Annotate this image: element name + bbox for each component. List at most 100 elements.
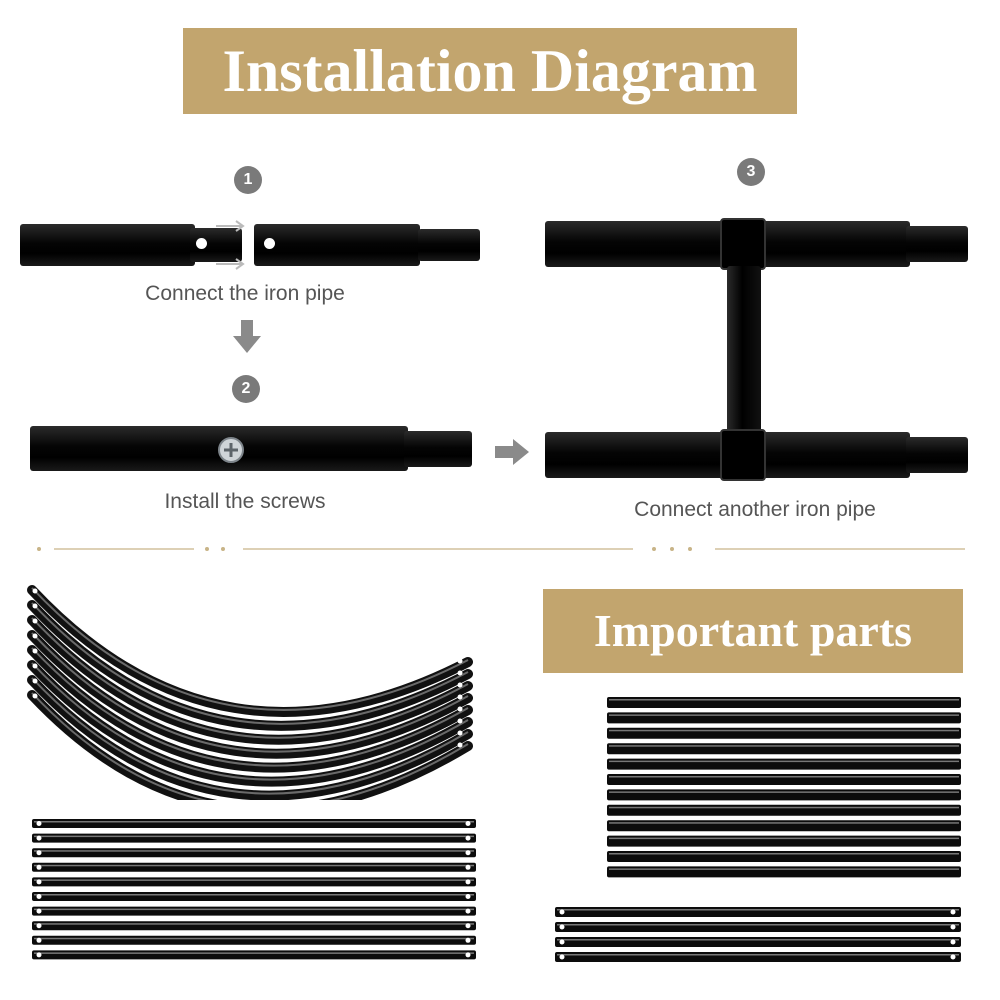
pipe-highlight (34, 864, 474, 867)
pipe-hole (457, 742, 463, 748)
straight-pipe (607, 743, 961, 755)
curved-pipe-highlight (31, 677, 469, 795)
pipe-end (418, 229, 480, 261)
curved-pipe (27, 585, 473, 717)
pipe-hole (457, 682, 463, 688)
pipe-hole (950, 954, 956, 960)
curved-pipe (27, 615, 473, 745)
divider-dot (688, 547, 692, 551)
pipe-hole (32, 663, 38, 669)
pipe-hole (32, 648, 38, 654)
pipe-hole (465, 908, 471, 914)
divider-dot (221, 547, 225, 551)
title-banner: Installation Diagram (183, 28, 797, 114)
pipe-hole (457, 730, 463, 736)
pipe-highlight (557, 909, 959, 911)
straight-pipe (607, 758, 961, 770)
pipe-highlight (557, 939, 959, 941)
pipe-highlight (609, 714, 959, 716)
straight-pipe (607, 866, 961, 878)
curved-pipe (27, 660, 473, 787)
straight-pipe (32, 935, 476, 945)
pipe-highlight (609, 853, 959, 855)
pipe-highlight (609, 760, 959, 763)
curved-pipe-highlight (31, 632, 469, 753)
straight-pipe (607, 697, 961, 708)
pipe-end (404, 431, 472, 467)
straight-pipe (607, 820, 961, 832)
pipe-hole (36, 879, 42, 885)
straight-pipe (607, 789, 961, 801)
step-1-badge: 1 (234, 166, 262, 194)
straight-pipe (555, 907, 961, 917)
divider-line (54, 548, 194, 550)
divider-dot (37, 547, 41, 551)
step-3-caption: Connect another iron pipe (634, 498, 876, 521)
pipe-hole (950, 909, 956, 915)
pipe-hole (465, 835, 471, 841)
curved-pipe (27, 645, 473, 773)
pipe-highlight (557, 954, 959, 956)
pipe-hole (196, 238, 207, 249)
pipe-hole (465, 952, 471, 958)
pipe-hole (36, 835, 42, 841)
divider-line (243, 548, 633, 550)
pipe-hole (32, 678, 38, 684)
short-pipes-bundle (555, 907, 961, 962)
pipe-hole (950, 924, 956, 930)
pipe-hole (32, 693, 38, 699)
pipe-hole (457, 670, 463, 676)
curved-pipe-highlight (31, 647, 469, 767)
bottom-tee-joint (720, 429, 766, 481)
straight-pipe (32, 819, 476, 828)
straight-pipe (607, 835, 961, 847)
pipe-hole (32, 633, 38, 639)
pipe-hole (457, 718, 463, 724)
straight-pipe (607, 804, 961, 816)
step-2-caption: Install the screws (164, 490, 326, 513)
straight-pipe (607, 712, 961, 724)
pipe-highlight (609, 745, 959, 747)
pipe-hole (950, 939, 956, 945)
divider-dot (652, 547, 656, 551)
pipe-hole (559, 924, 565, 930)
pipe-hole (457, 706, 463, 712)
pipe-hole (465, 864, 471, 870)
divider-dot (670, 547, 674, 551)
step-2-badge: 2 (232, 375, 260, 403)
top-tee-joint (720, 218, 766, 270)
curved-pipe-highlight (31, 662, 469, 781)
curved-pipe-highlight (31, 602, 469, 725)
curved-pipe (27, 690, 473, 800)
pipe-hole (36, 894, 42, 899)
down-arrow-icon (233, 320, 261, 353)
pipe-hole (559, 954, 565, 960)
pipe-hole (465, 850, 471, 856)
straight-pipe (32, 862, 476, 872)
pipe-hole (465, 937, 471, 943)
straight-pipe (32, 877, 476, 887)
pipe-hole (465, 923, 471, 929)
top-pipe-end (906, 226, 968, 262)
pipe-highlight (609, 776, 959, 778)
pipe-highlight (609, 822, 959, 824)
pipe-highlight (34, 937, 474, 940)
curved-pipe (27, 630, 473, 759)
pipe-highlight (34, 952, 474, 954)
pipe-hole (32, 588, 38, 594)
pipe-hole (32, 618, 38, 624)
pipe-hole (465, 894, 471, 899)
curved-pipe-highlight (31, 587, 469, 711)
pipe-highlight (609, 868, 959, 870)
pipe-hole (457, 658, 463, 664)
pipe-hole (36, 821, 42, 826)
straight-pipe (555, 922, 961, 932)
pipe-highlight (34, 835, 474, 838)
vertical-pipe (727, 266, 761, 436)
divider-line (715, 548, 965, 550)
straight-pipe (607, 851, 961, 862)
pipe-hole (559, 909, 565, 915)
pipe-hole (457, 694, 463, 700)
curved-pipes-bundle (27, 585, 473, 800)
pipe-highlight (34, 879, 474, 881)
